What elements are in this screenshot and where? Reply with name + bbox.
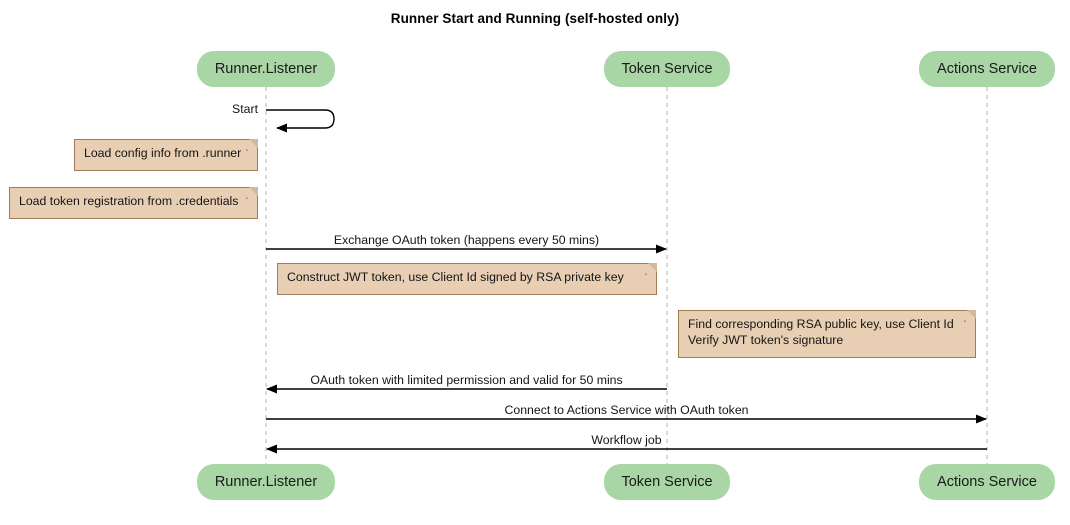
note-text: Construct JWT token, use Client Id signe… bbox=[287, 270, 624, 284]
message-label-connect-actions-service: Connect to Actions Service with OAuth to… bbox=[504, 403, 749, 417]
participant-label: Actions Service bbox=[937, 61, 1037, 77]
message-label-oauth-token-reply: OAuth token with limited permission and … bbox=[310, 373, 623, 387]
participant-label: Runner.Listener bbox=[214, 474, 318, 490]
note-fold-edge-icon bbox=[645, 263, 657, 275]
participant-actions-top[interactable]: Actions Service bbox=[919, 51, 1055, 87]
message-label-exchange-oauth-token: Exchange OAuth token (happens every 50 m… bbox=[333, 233, 600, 247]
participant-label: Runner.Listener bbox=[214, 61, 318, 77]
participant-token-top[interactable]: Token Service bbox=[604, 51, 730, 87]
note-fold-edge-icon bbox=[246, 187, 258, 199]
note-text: Find corresponding RSA public key, use C… bbox=[688, 317, 954, 347]
message-label-workflow-job: Workflow job bbox=[591, 433, 662, 447]
participant-runner-bottom[interactable]: Runner.Listener bbox=[197, 464, 335, 500]
participant-label: Token Service bbox=[621, 474, 713, 490]
note-fold-edge-icon bbox=[246, 139, 258, 151]
participant-label: Token Service bbox=[621, 61, 713, 77]
participant-token-bottom[interactable]: Token Service bbox=[604, 464, 730, 500]
participant-label: Actions Service bbox=[937, 474, 1037, 490]
note-fold-edge-icon bbox=[964, 310, 976, 322]
message-label-start: Start bbox=[232, 102, 258, 116]
note-text: Load config info from .runner bbox=[84, 146, 242, 160]
self-message-start bbox=[266, 109, 335, 133]
note-verify-jwt-token: Find corresponding RSA public key, use C… bbox=[678, 310, 976, 358]
lifelines-layer bbox=[265, 87, 988, 464]
participant-runner-top[interactable]: Runner.Listener bbox=[197, 51, 335, 87]
note-load-config: Load config info from .runner bbox=[74, 139, 258, 171]
page-title: Runner Start and Running (self-hosted on… bbox=[390, 11, 680, 26]
arrows-layer bbox=[266, 109, 987, 454]
note-load-token-registration: Load token registration from .credential… bbox=[9, 187, 258, 219]
note-text: Load token registration from .credential… bbox=[19, 194, 239, 208]
note-construct-jwt-token: Construct JWT token, use Client Id signe… bbox=[277, 263, 657, 295]
participant-actions-bottom[interactable]: Actions Service bbox=[919, 464, 1055, 500]
